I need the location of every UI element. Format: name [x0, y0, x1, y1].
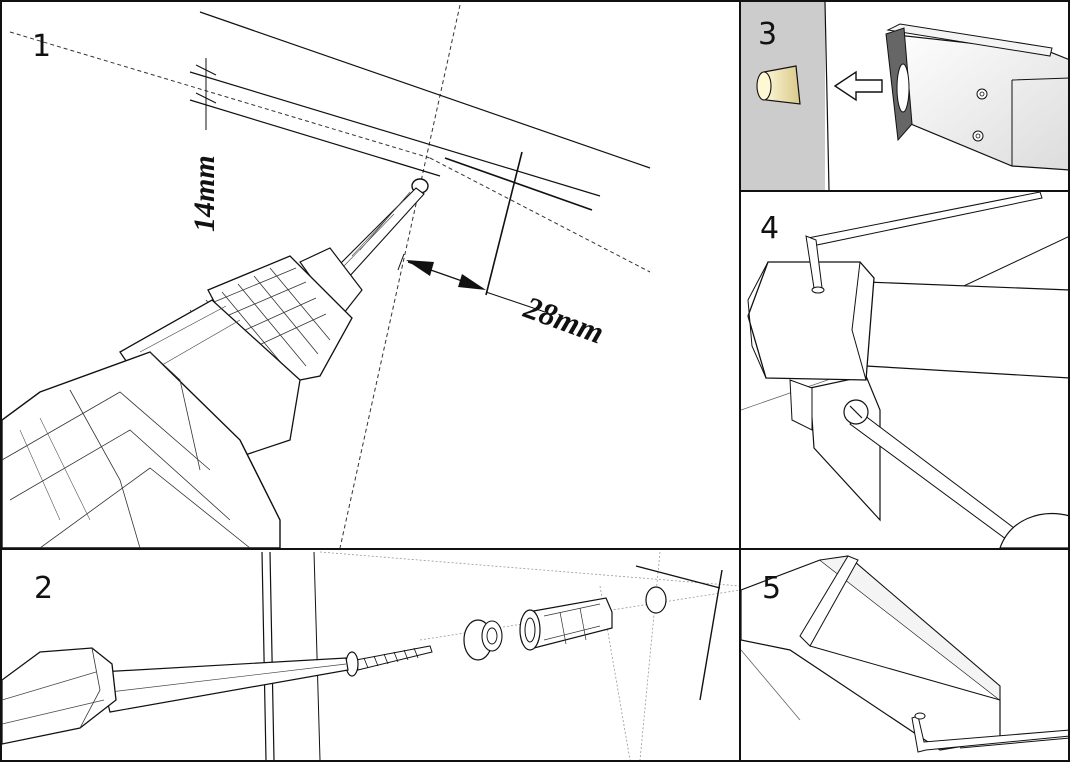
step-number-2: 2 — [34, 571, 53, 606]
panel-3-plug-insert — [741, 2, 1070, 190]
step-number-3: 3 — [758, 17, 777, 52]
step-number-1: 1 — [32, 29, 51, 64]
panel-1-drilling — [2, 4, 651, 548]
panel-4-bracket-tighten — [741, 192, 1070, 548]
step-number-4: 4 — [760, 211, 779, 246]
dimension-label-14mm: 14mm — [188, 155, 221, 232]
insert-arrow-icon — [833, 70, 883, 102]
panel-2-screw-plug — [2, 551, 739, 761]
panel-5-tube-end — [741, 555, 1070, 753]
dimension-label-28mm: 28mm — [519, 288, 609, 350]
step-number-5: 5 — [762, 571, 781, 606]
